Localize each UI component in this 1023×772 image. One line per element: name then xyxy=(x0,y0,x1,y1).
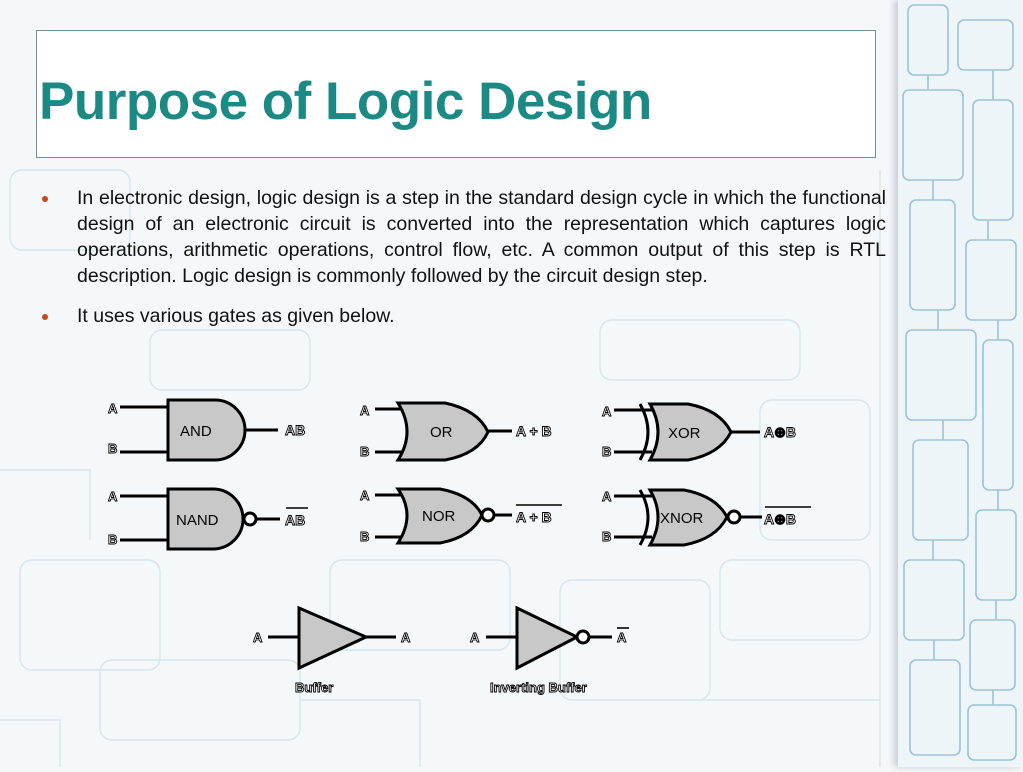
xor-gate: XOR A B A⊕B xyxy=(602,402,796,462)
inverting-buffer-gate: A A Inverting Buffer xyxy=(470,605,629,695)
bullet-dot-icon xyxy=(42,196,48,202)
and-gate-label: AND xyxy=(180,423,212,440)
nand-input-a: A xyxy=(108,489,118,504)
nand-input-b: B xyxy=(108,532,117,547)
buffer-input: A xyxy=(253,630,263,645)
xnor-gate: XNOR A B A⊕B xyxy=(602,488,811,547)
or-output: A + B xyxy=(516,423,552,439)
inverting-buffer-output: A xyxy=(617,630,627,645)
nand-gate-label: NAND xyxy=(176,512,219,529)
bullet-dot-icon xyxy=(42,314,48,320)
buffer-output: A xyxy=(401,630,411,645)
xor-output: A⊕B xyxy=(764,424,796,440)
or-input-b: B xyxy=(360,444,369,459)
and-output: AB xyxy=(285,422,305,438)
title-box: Purpose of Logic Design xyxy=(36,30,876,158)
xor-gate-label: XOR xyxy=(668,425,701,442)
nand-output: AB xyxy=(285,512,305,528)
and-gate: AND A B AB xyxy=(108,398,306,462)
xor-input-a: A xyxy=(602,404,612,419)
xnor-input-b: B xyxy=(602,529,611,544)
buffer-gate: A A Buffer xyxy=(253,605,411,695)
and-input-b: B xyxy=(108,441,117,456)
bullet-item: It uses various gates as given below. xyxy=(40,303,886,329)
nor-output: A + B xyxy=(516,509,552,525)
nor-input-b: B xyxy=(360,529,369,544)
and-input-a: A xyxy=(108,401,118,416)
nor-input-a: A xyxy=(360,488,370,503)
xnor-input-a: A xyxy=(602,489,612,504)
decorative-side-strip xyxy=(898,0,1023,767)
nor-gate-label: NOR xyxy=(422,508,456,525)
inverting-buffer-input: A xyxy=(470,630,480,645)
or-gate: OR A B A + B xyxy=(360,401,552,462)
nand-gate: NAND A B AB xyxy=(108,487,308,551)
or-input-a: A xyxy=(360,403,370,418)
buffer-caption: Buffer xyxy=(295,680,333,695)
xnor-gate-label: XNOR xyxy=(660,510,704,527)
xnor-output: A⊕B xyxy=(764,511,796,527)
bullet-item: In electronic design, logic design is a … xyxy=(40,185,886,289)
inverting-buffer-caption: Inverting Buffer xyxy=(490,680,587,695)
bullet-text: It uses various gates as given below. xyxy=(77,305,395,327)
or-gate-label: OR xyxy=(430,424,453,441)
bullet-list: In electronic design, logic design is a … xyxy=(40,185,886,343)
page-title: Purpose of Logic Design xyxy=(39,72,652,131)
nor-gate: NOR A B A + B xyxy=(360,487,562,545)
bullet-text: In electronic design, logic design is a … xyxy=(77,187,886,287)
xor-input-b: B xyxy=(602,444,611,459)
